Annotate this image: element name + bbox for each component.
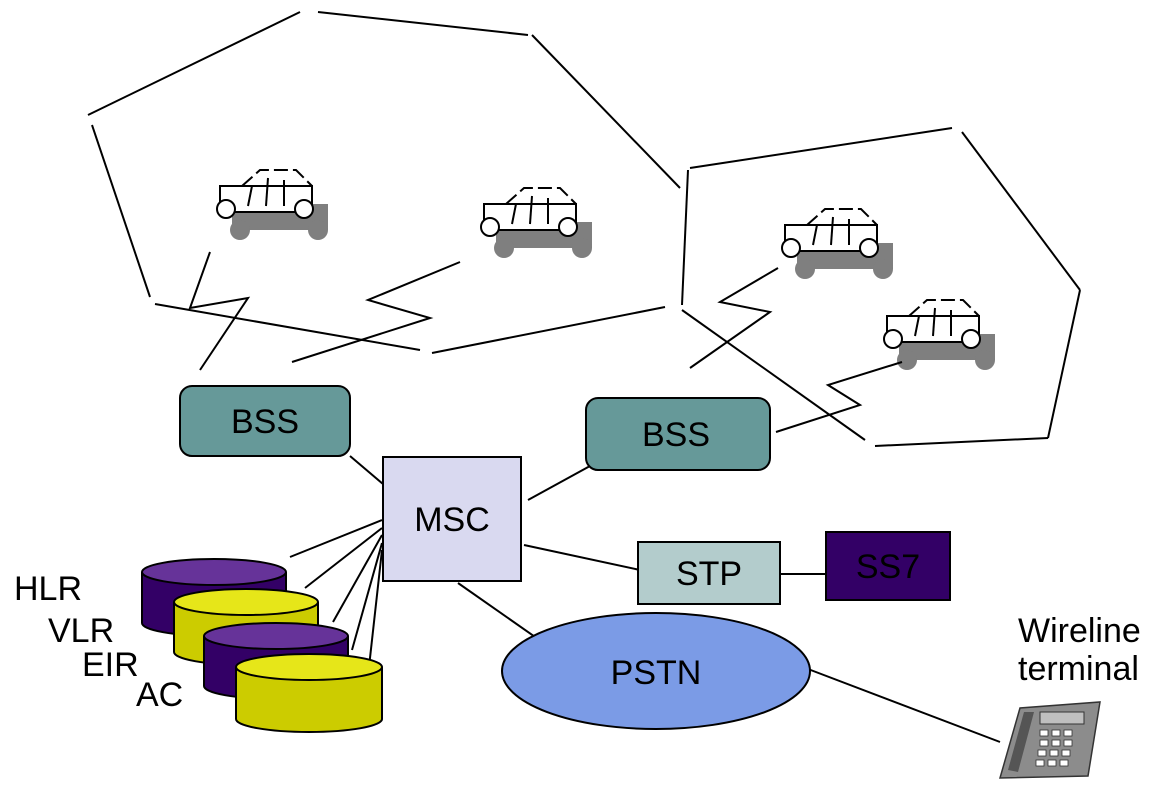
stp-node: STP xyxy=(637,541,781,605)
pstn-node: PSTN xyxy=(501,612,811,730)
right-cell-outline xyxy=(681,127,1081,447)
car-icon xyxy=(480,187,593,259)
car-icon xyxy=(216,169,329,241)
bss-right-node: BSS xyxy=(585,397,771,471)
car-icon xyxy=(781,208,894,280)
ac-label: AC xyxy=(136,676,183,714)
car-icon xyxy=(883,299,996,371)
hlr-label: HLR xyxy=(14,570,82,608)
msc-label: MSC xyxy=(414,501,490,539)
stp-label: STP xyxy=(676,555,742,593)
bss-right-label: BSS xyxy=(642,416,710,454)
ss7-node: SS7 xyxy=(825,531,951,601)
pstn-label: PSTN xyxy=(611,654,702,692)
eir-label: EIR xyxy=(82,646,139,684)
radio-links xyxy=(188,251,903,433)
msc-node: MSC xyxy=(382,456,522,582)
database-cylinder-icon xyxy=(235,653,383,733)
ss7-label: SS7 xyxy=(856,548,920,586)
bss-left-node: BSS xyxy=(179,385,351,457)
left-cell-outline xyxy=(87,11,681,354)
terminal-label: terminal xyxy=(1018,650,1139,688)
telephone-icon xyxy=(998,701,1101,779)
wireline-label: Wireline xyxy=(1018,612,1141,650)
vlr-label: VLR xyxy=(48,612,114,650)
connection-lines xyxy=(289,455,1001,743)
bss-left-label: BSS xyxy=(231,403,299,441)
